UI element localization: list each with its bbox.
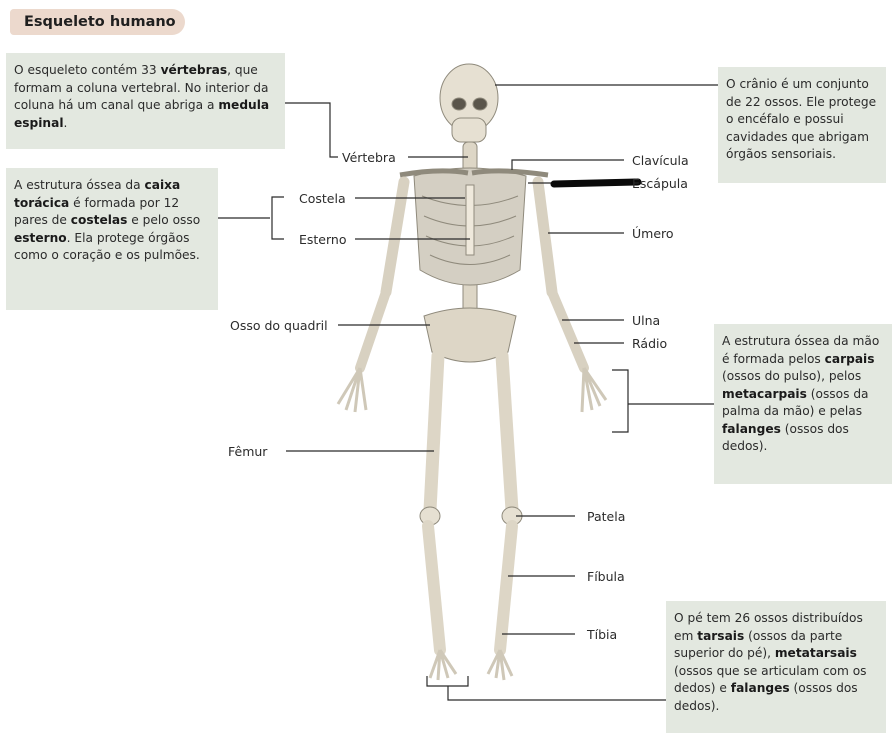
- label-umero: Úmero: [632, 226, 674, 241]
- label-escapula: Escápula: [632, 176, 688, 191]
- left-tibia-bone: [428, 526, 440, 650]
- label-patela: Patela: [587, 509, 625, 524]
- highlight-marker: [554, 182, 638, 184]
- label-radio: Rádio: [632, 336, 667, 351]
- label-clavicula: Clavícula: [632, 153, 689, 168]
- label-tibia: Tíbia: [587, 627, 617, 642]
- label-fibula: Fíbula: [587, 569, 625, 584]
- left-femur-bone: [430, 356, 438, 510]
- label-esterno: Esterno: [299, 232, 347, 247]
- label-ulna: Ulna: [632, 313, 660, 328]
- right-humerus-bone: [538, 182, 552, 292]
- right-tibia-bone: [500, 526, 512, 650]
- right-femur-bone: [502, 356, 512, 510]
- label-osso-quadril: Osso do quadril: [230, 318, 328, 333]
- label-costela: Costela: [299, 191, 346, 206]
- label-femur: Fêmur: [228, 444, 267, 459]
- label-vertebra: Vértebra: [342, 150, 396, 165]
